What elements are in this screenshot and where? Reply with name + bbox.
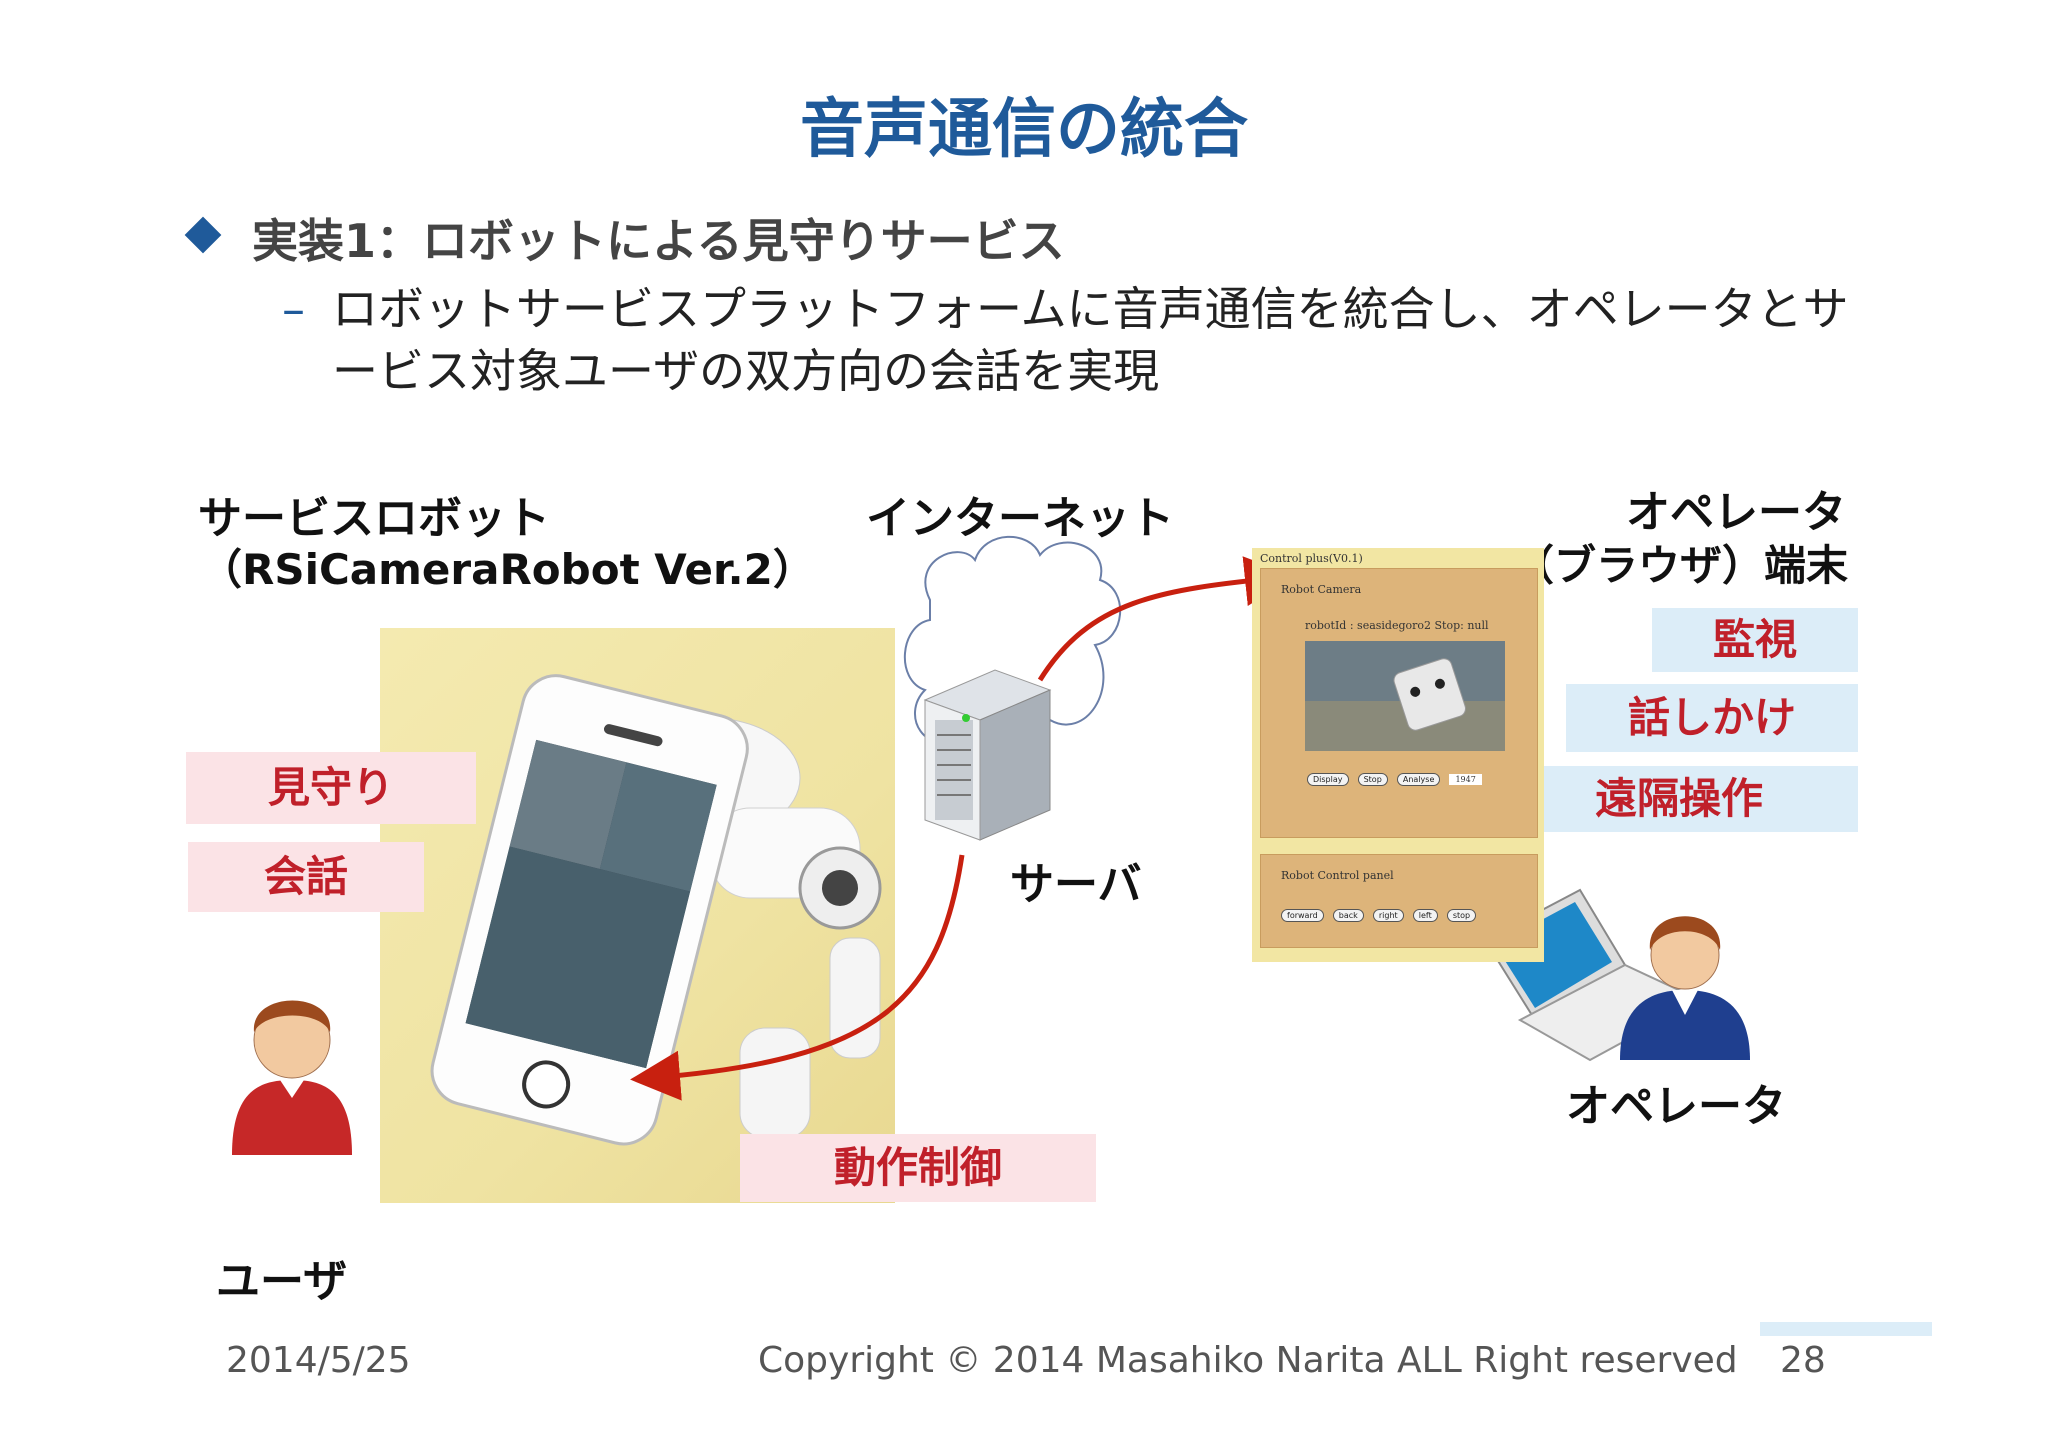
user-label: ユーザ xyxy=(216,1256,348,1307)
forward-button[interactable]: forward xyxy=(1281,909,1324,922)
robot-label: サービスロボット xyxy=(198,493,550,544)
arrow-to-robot xyxy=(630,854,965,1101)
stop-button[interactable]: stop xyxy=(1446,909,1477,922)
page-number: 28 xyxy=(1780,1340,1826,1381)
tag-talk: 話しかけ xyxy=(1566,684,1858,752)
camera-heading: Robot Camera xyxy=(1281,583,1362,596)
sub-bullet-text: ロボットサービスプラットフォームに音声通信を統合し、オペレータとサービス対象ユー… xyxy=(332,282,1849,398)
left-button[interactable]: left xyxy=(1412,909,1438,922)
tag-conversation: 会話 xyxy=(188,842,424,912)
sub-bullet-dash: – xyxy=(282,282,305,336)
arrow-to-operator xyxy=(1037,556,1295,682)
footer-date: 2014/5/25 xyxy=(226,1340,411,1381)
control-section: Robot Control panel forward back right l… xyxy=(1260,854,1538,948)
counter-field: 1947 xyxy=(1449,774,1482,785)
tag-remote-operation: 遠隔操作 xyxy=(1500,766,1858,832)
footer-copyright: Copyright © 2014 Masahiko Narita ALL Rig… xyxy=(758,1340,1738,1381)
browser-control-panel: Control plus(V0.1) Robot Camera robotId … xyxy=(1252,548,1544,962)
display-button[interactable]: Display xyxy=(1307,773,1349,786)
operator-label: オペレータ xyxy=(1566,1081,1786,1132)
server-label: サーバ xyxy=(1010,859,1142,910)
control-heading: Robot Control panel xyxy=(1281,869,1394,882)
user-icon xyxy=(232,1000,352,1155)
camera-status: robotId : seasidegoro2 Stop: null xyxy=(1305,619,1489,632)
analyse-button[interactable]: Analyse xyxy=(1396,773,1441,786)
control-buttons: forward back right left stop xyxy=(1281,903,1480,922)
footer-accent-bar xyxy=(1760,1322,1932,1336)
camera-section: Robot Camera robotId : seasidegoro2 Stop… xyxy=(1260,568,1538,838)
slide-title: 音声通信の統合 xyxy=(800,93,1248,167)
server-icon xyxy=(923,669,1052,841)
right-button[interactable]: right xyxy=(1372,909,1404,922)
internet-label: インターネット xyxy=(866,493,1174,544)
operator-terminal-label: オペレータ xyxy=(1626,487,1846,538)
tag-surveillance: 監視 xyxy=(1652,608,1858,672)
robot-photo xyxy=(380,628,895,1203)
tag-motion-control: 動作制御 xyxy=(740,1134,1096,1202)
bullet-text: 実装1：ロボットによる見守りサービス xyxy=(252,214,1065,268)
camera-view xyxy=(1305,641,1505,751)
stop-camera-button[interactable]: Stop xyxy=(1357,773,1388,786)
operator-terminal-sublabel: （ブラウザ）端末 xyxy=(1512,541,1849,590)
operator-person-icon xyxy=(1620,916,1750,1060)
robot-model-label: （RSiCameraRobot Ver.2） xyxy=(200,545,815,594)
back-button[interactable]: back xyxy=(1332,909,1364,922)
tag-monitoring: 見守り xyxy=(186,752,476,824)
camera-buttons: Display Stop Analyse 1947 xyxy=(1307,767,1482,786)
panel-title: Control plus(V0.1) xyxy=(1260,552,1363,565)
